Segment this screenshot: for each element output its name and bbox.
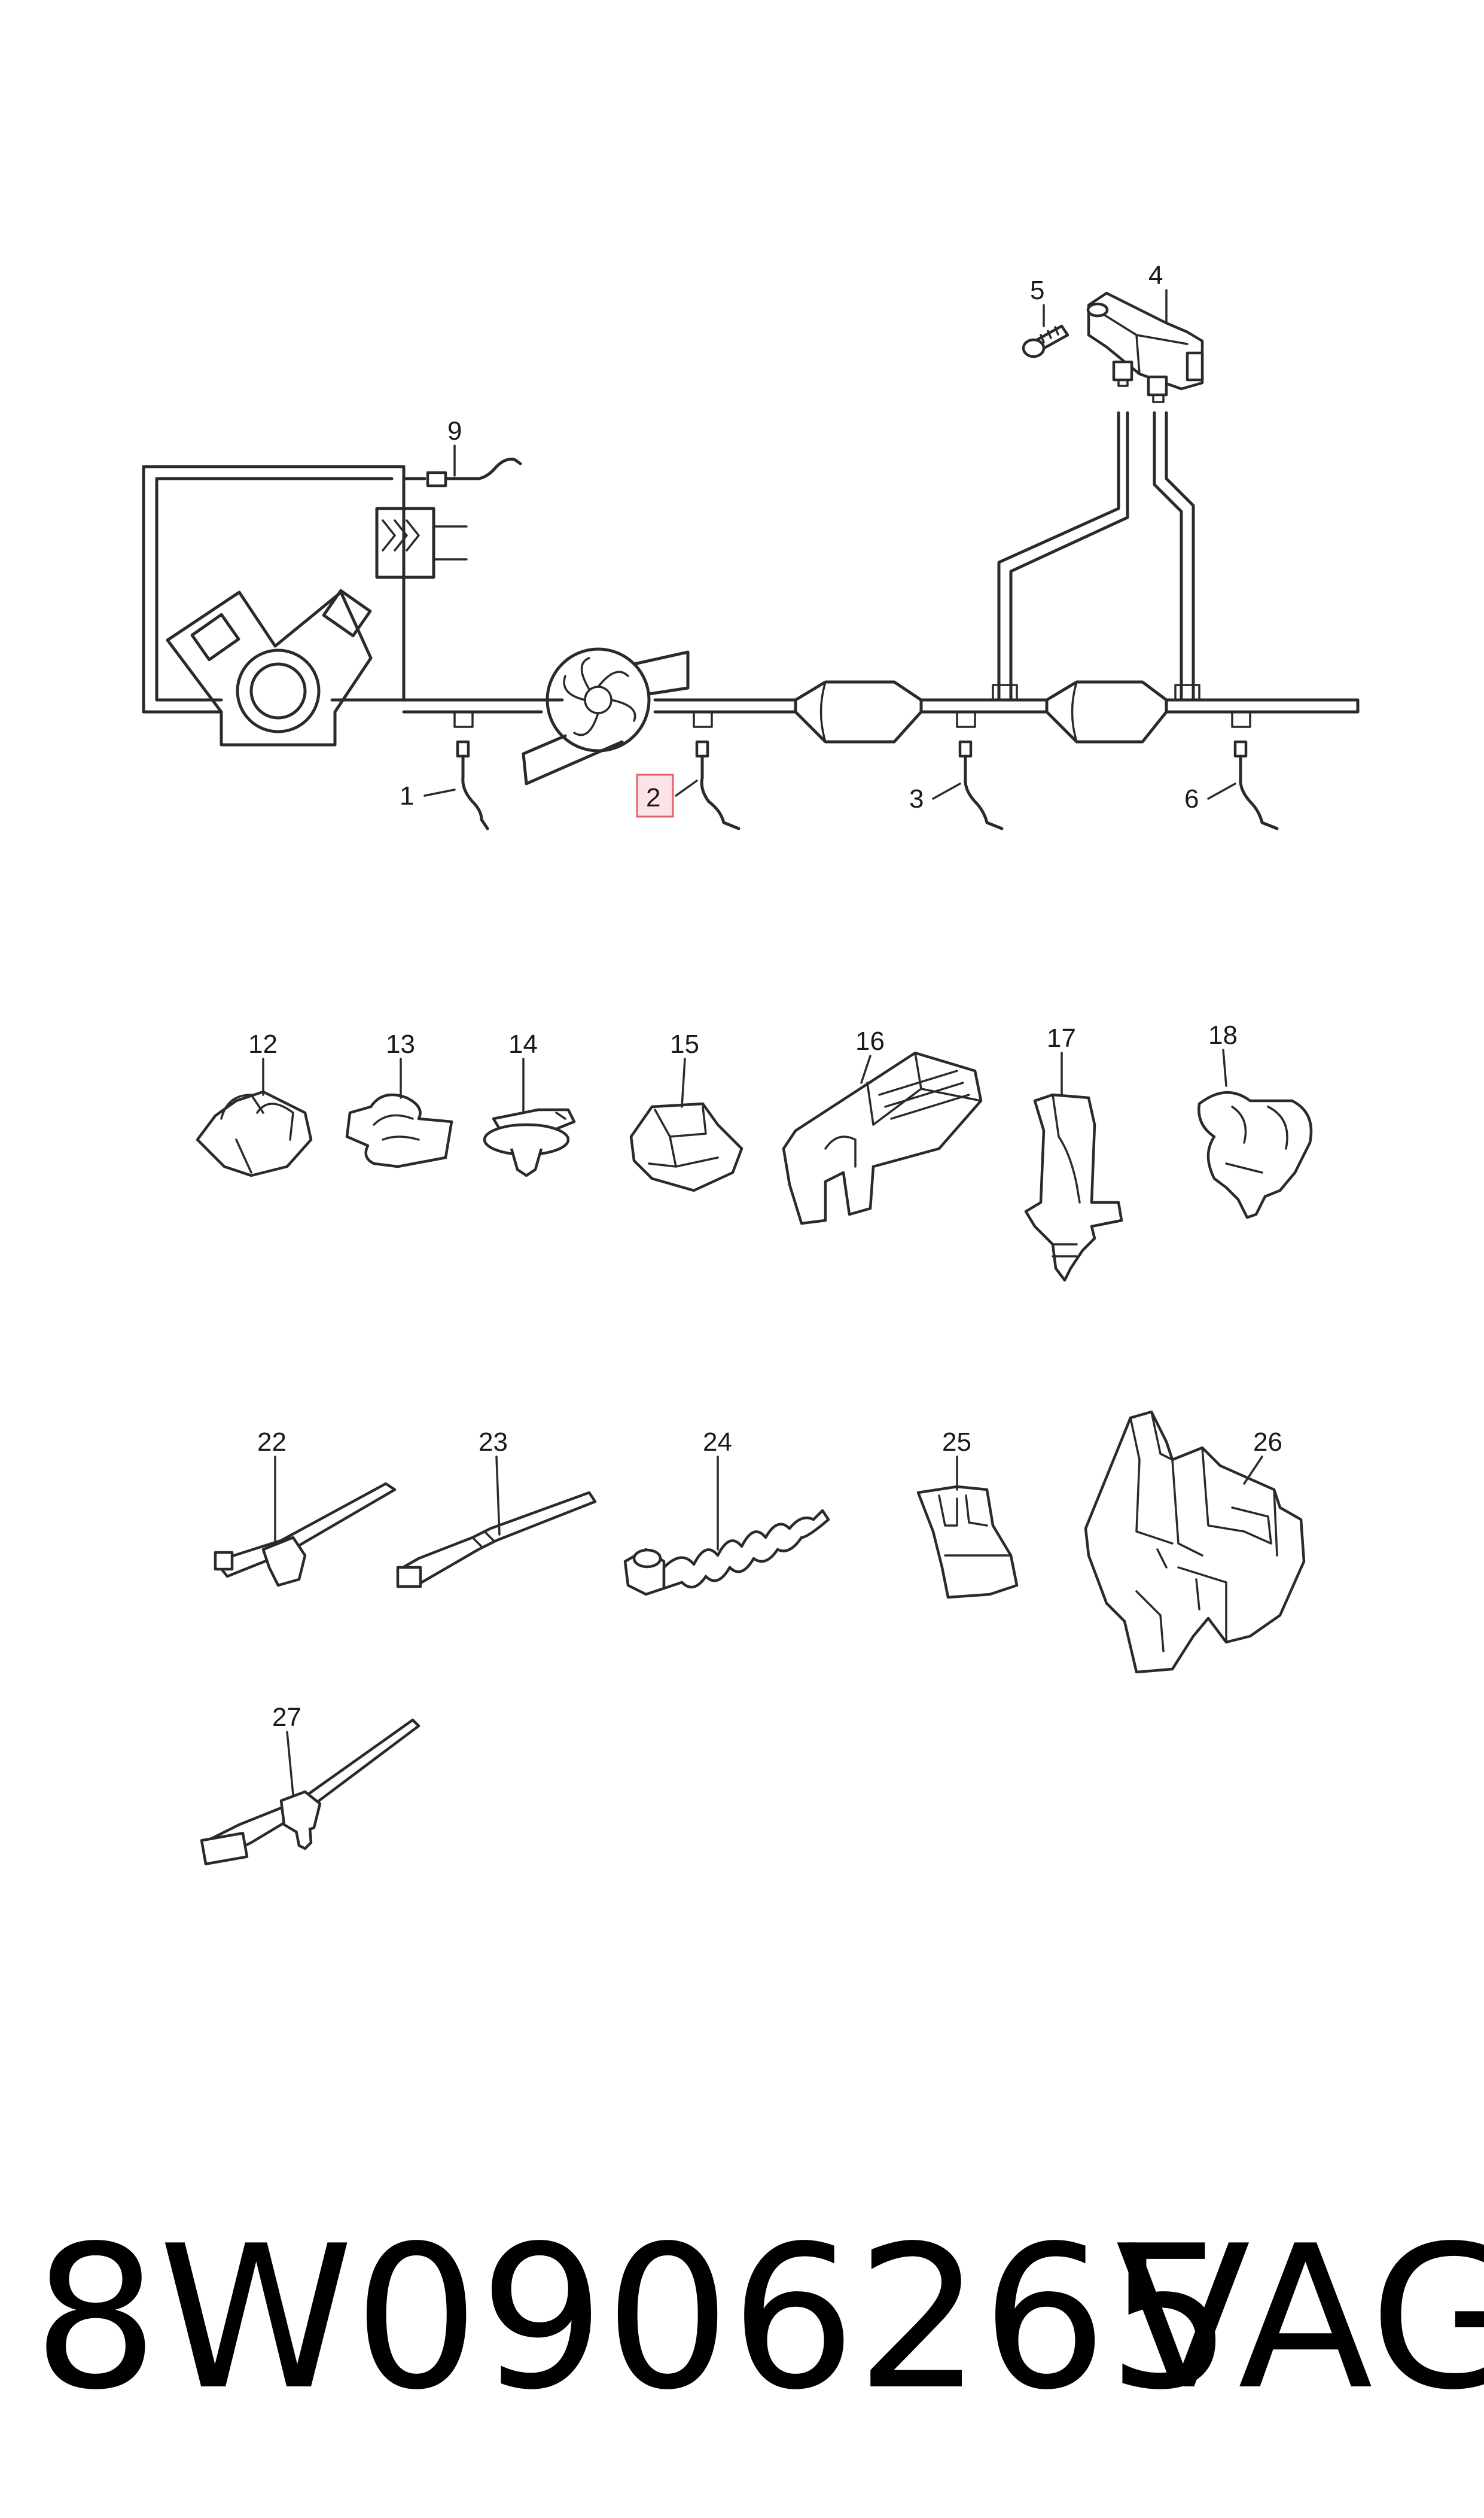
callout-9[interactable]: 9	[447, 416, 462, 477]
svg-text:13: 13	[386, 1030, 415, 1059]
svg-text:22: 22	[257, 1427, 287, 1457]
callout-18[interactable]: 18	[1208, 1021, 1238, 1087]
callout-22[interactable]: 22	[257, 1427, 287, 1542]
svg-text:25: 25	[942, 1427, 971, 1457]
temperature-sensor-6[interactable]	[1233, 740, 1279, 830]
bracket-26[interactable]	[1084, 1410, 1306, 1674]
callout-23[interactable]: 23	[479, 1427, 508, 1536]
clip-12[interactable]	[196, 1090, 313, 1177]
sensor-9[interactable]	[426, 458, 522, 488]
cable-tie-23[interactable]	[396, 1491, 597, 1588]
callout-4[interactable]: 4	[1148, 261, 1168, 324]
callout-2-highlighted[interactable]: 2	[636, 774, 698, 818]
clip-13[interactable]	[345, 1093, 453, 1168]
svg-text:14: 14	[508, 1030, 538, 1059]
svg-text:4: 4	[1148, 261, 1163, 290]
cable-tie-24[interactable]	[623, 1509, 830, 1596]
clip-14[interactable]	[483, 1108, 576, 1177]
brand-name: VAG	[1116, 2203, 1484, 2433]
svg-text:2: 2	[646, 783, 660, 812]
callout-5[interactable]: 5	[1030, 276, 1045, 327]
svg-text:9: 9	[447, 416, 462, 446]
callout-3[interactable]: 3	[909, 783, 961, 814]
catalytic-converter-1	[794, 680, 923, 744]
sensor-taps	[453, 711, 1251, 728]
svg-text:1: 1	[400, 781, 414, 811]
callout-15[interactable]: 15	[670, 1030, 699, 1108]
callout-27[interactable]: 27	[272, 1703, 301, 1796]
catalytic-converter-2	[1045, 680, 1168, 744]
pressure-lines	[992, 411, 1200, 702]
pressure-sensor-4[interactable]	[1086, 291, 1204, 403]
svg-text:5: 5	[1030, 276, 1044, 305]
turbocharger	[522, 647, 690, 785]
temperature-sensor-1[interactable]	[456, 740, 489, 830]
temperature-sensor-2[interactable]	[695, 740, 741, 830]
svg-text:6: 6	[1184, 784, 1199, 814]
svg-text:3: 3	[909, 784, 924, 814]
svg-text:12: 12	[248, 1030, 278, 1059]
callout-1[interactable]: 1	[400, 781, 456, 811]
callout-12[interactable]: 12	[248, 1030, 278, 1096]
svg-text:26: 26	[1253, 1427, 1282, 1457]
callout-24[interactable]: 24	[703, 1427, 732, 1551]
exhaust-pipe	[402, 698, 1360, 714]
svg-text:17: 17	[1047, 1024, 1076, 1053]
highlight-box	[636, 774, 674, 818]
svg-text:24: 24	[703, 1427, 732, 1457]
callout-16[interactable]: 16	[855, 1027, 885, 1084]
callout-6[interactable]: 6	[1184, 783, 1236, 814]
callout-26[interactable]: 26	[1243, 1427, 1282, 1485]
callout-17[interactable]: 17	[1047, 1024, 1076, 1096]
intercooler	[375, 507, 468, 579]
cable-tie-27[interactable]	[200, 1718, 420, 1866]
clip-18[interactable]	[1197, 1091, 1313, 1219]
callout-13[interactable]: 13	[386, 1030, 415, 1099]
part-number: 8W0906265	[33, 2203, 1233, 2433]
engine-block	[142, 465, 426, 747]
temperature-sensor-3[interactable]	[958, 740, 1004, 830]
clip-15[interactable]	[629, 1102, 743, 1192]
svg-text:27: 27	[272, 1703, 301, 1732]
clip-17[interactable]	[1024, 1093, 1123, 1282]
clip-25[interactable]	[916, 1485, 1019, 1599]
svg-text:15: 15	[670, 1030, 699, 1059]
callout-14[interactable]: 14	[508, 1030, 538, 1114]
bolt-5[interactable]	[1022, 324, 1069, 358]
callout-25[interactable]: 25	[942, 1427, 971, 1491]
svg-text:16: 16	[855, 1027, 885, 1056]
holder-16[interactable]	[782, 1051, 983, 1225]
cable-tie-22[interactable]	[214, 1482, 397, 1587]
svg-text:18: 18	[1208, 1021, 1238, 1050]
svg-text:23: 23	[479, 1427, 508, 1457]
